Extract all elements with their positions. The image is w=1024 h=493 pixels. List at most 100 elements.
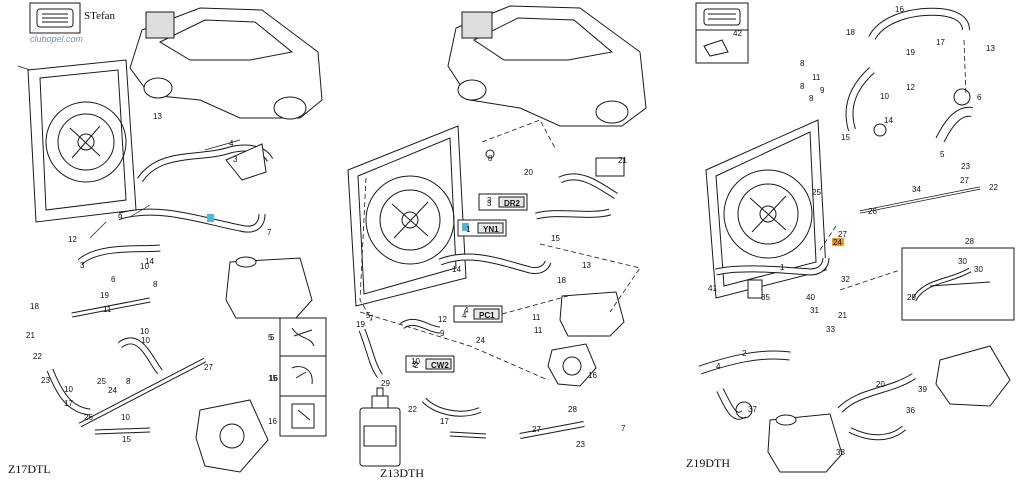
right-callout-37: 8 bbox=[809, 94, 814, 103]
middle-callout-0: 8 bbox=[488, 154, 493, 163]
highlight-marker-2 bbox=[832, 238, 844, 246]
right-callout-29: 2 bbox=[742, 349, 747, 358]
right-callout-18: 34 bbox=[912, 185, 921, 194]
left-callout-12: 18 bbox=[30, 302, 39, 311]
right-callout-16: 27 bbox=[960, 176, 969, 185]
middle-callout-14: 11 bbox=[532, 313, 541, 322]
left-leader-lines bbox=[17, 65, 241, 239]
right-callout-24: 1 bbox=[780, 263, 785, 272]
middle-callout-13: 10 bbox=[411, 357, 420, 366]
right-callout-4: 8 bbox=[800, 59, 805, 68]
middle-callout-12: 7 bbox=[369, 314, 374, 323]
right-callout-32: 39 bbox=[918, 385, 927, 394]
right-callout-25: 35 bbox=[761, 293, 770, 302]
right-callout-36: 25 bbox=[812, 188, 821, 197]
right-callout-31: 37 bbox=[748, 405, 757, 414]
boxed-label-num-2: 4 bbox=[462, 311, 467, 320]
left-callout-20: 8 bbox=[126, 377, 131, 386]
left-panel-artwork bbox=[27, 7, 327, 473]
engine-label-left: Z17DTL bbox=[8, 462, 51, 476]
left-callout-26: 15 bbox=[122, 435, 131, 444]
right-panel-artwork bbox=[695, 2, 1015, 473]
legend-clip-number-0: 5 bbox=[270, 333, 275, 342]
left-callout-15: 10 bbox=[140, 327, 149, 336]
left-callout-5: 12 bbox=[68, 235, 77, 244]
right-callout-22: 32 bbox=[841, 275, 850, 284]
right-callout-23: 41 bbox=[708, 284, 717, 293]
right-callout-9: 19 bbox=[906, 48, 915, 57]
middle-dash-lines bbox=[359, 119, 641, 381]
author-label: STefan bbox=[84, 10, 115, 22]
middle-callout-17: 2 bbox=[412, 360, 417, 369]
left-callout-23: 26 bbox=[84, 413, 93, 422]
right-callout-14: 5 bbox=[940, 150, 945, 159]
middle-callout-3: 14 bbox=[452, 265, 461, 274]
right-callout-35: 38 bbox=[836, 448, 845, 457]
left-callout-25: 17 bbox=[64, 399, 73, 408]
highlight-marker-0 bbox=[207, 214, 214, 222]
left-callout-4: 7 bbox=[267, 228, 272, 237]
left-callout-13: 11 bbox=[103, 305, 112, 314]
right-callout-17: 22 bbox=[989, 183, 998, 192]
right-callout-33: 20 bbox=[876, 380, 885, 389]
middle-callout-6: 5 bbox=[366, 311, 371, 320]
middle-callout-23: 7 bbox=[621, 424, 626, 433]
middle-callout-25: 12 bbox=[438, 315, 447, 324]
right-callout-40: 29 bbox=[907, 293, 916, 302]
right-callout-3: 13 bbox=[986, 44, 995, 53]
left-callout-22: 24 bbox=[108, 386, 117, 395]
right-callout-10: 12 bbox=[906, 83, 915, 92]
right-callout-20: 27 bbox=[838, 230, 847, 239]
middle-callout-20: 27 bbox=[532, 425, 541, 434]
right-callout-11: 6 bbox=[977, 93, 982, 102]
boxed-label-num-3: 2 bbox=[414, 361, 419, 370]
left-callout-16: 22 bbox=[33, 352, 42, 361]
left-callout-18: 23 bbox=[41, 376, 50, 385]
middle-callout-11: 9 bbox=[440, 329, 445, 338]
left-callout-28: 27 bbox=[204, 363, 213, 372]
boxed-label-code-3: CW2 bbox=[431, 361, 449, 370]
right-callout-1: 18 bbox=[846, 28, 855, 37]
legend-clip-number-2: 16 bbox=[268, 417, 277, 426]
left-callout-29: 5 bbox=[268, 333, 273, 342]
brand-watermark: clubopel.com bbox=[30, 34, 84, 44]
right-callout-6: 8 bbox=[800, 82, 805, 91]
middle-callout-10: 4 bbox=[464, 306, 469, 315]
middle-callout-19: 17 bbox=[440, 417, 449, 426]
highlight-markers: 24 bbox=[207, 214, 844, 247]
right-callout-12: 14 bbox=[884, 116, 893, 125]
boxed-label-num-1: 1 bbox=[466, 225, 471, 234]
boxed-label-code-0: DR2 bbox=[504, 199, 521, 208]
right-callout-27: 31 bbox=[810, 306, 819, 315]
left-callout-27: 16 bbox=[269, 374, 278, 383]
right-callout-38: 30 bbox=[958, 257, 967, 266]
middle-callout-4: 15 bbox=[551, 234, 560, 243]
right-callout-13: 15 bbox=[841, 133, 850, 142]
middle-callout-8: 18 bbox=[557, 276, 566, 285]
right-callout-28: 33 bbox=[826, 325, 835, 334]
manufacturer-logo-box bbox=[29, 2, 81, 34]
middle-callout-9: 13 bbox=[582, 261, 591, 270]
right-callout-8: 10 bbox=[880, 92, 889, 101]
middle-callout-26: 11 bbox=[534, 326, 543, 335]
left-callout-11: 19 bbox=[100, 291, 109, 300]
middle-callout-22: 28 bbox=[568, 405, 577, 414]
right-callout-21: 21 bbox=[838, 311, 847, 320]
left-callout-24: 10 bbox=[121, 413, 130, 422]
highlight-marker-1 bbox=[462, 223, 469, 231]
right-callout-7: 9 bbox=[820, 86, 825, 95]
left-callout-17: 10 bbox=[141, 336, 150, 345]
middle-panel-artwork bbox=[347, 5, 647, 467]
middle-callout-21: 23 bbox=[576, 440, 585, 449]
right-dash-lines bbox=[819, 39, 967, 291]
left-callout-8: 10 bbox=[140, 262, 149, 271]
left-callout-7: 14 bbox=[145, 257, 154, 266]
middle-callout-1: 21 bbox=[618, 156, 627, 165]
middle-boxed-callouts bbox=[405, 193, 528, 373]
middle-callout-16: 16 bbox=[588, 371, 597, 380]
